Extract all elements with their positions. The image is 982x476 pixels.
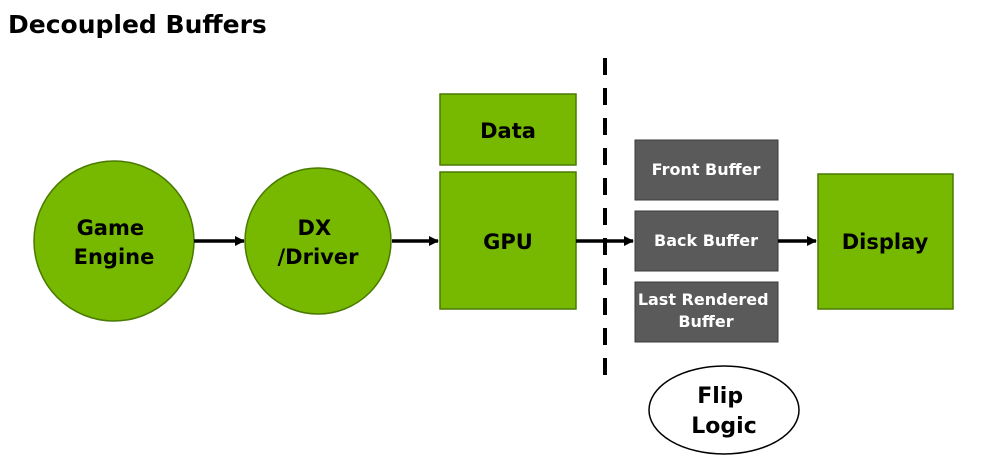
back-buffer-node: Back Buffer: [634, 210, 779, 272]
data-node: Data: [439, 93, 577, 166]
display-node: Display: [817, 173, 954, 310]
game-engine-label-line2: Engine: [74, 245, 155, 269]
svg-text:Game Engine: Game Engine: [74, 216, 155, 269]
flip-logic-label-line2: Logic: [691, 414, 756, 439]
last-rendered-buffer-node: Last Rendered Buffer: [634, 281, 779, 343]
last-rendered-label-line1: Last Rendered: [638, 290, 769, 309]
game-engine-node: Game Engine: [33, 160, 195, 322]
front-buffer-node: Front Buffer: [634, 139, 779, 201]
svg-text:Last Rendered Buffer: Last Rendered Buffer: [638, 290, 774, 331]
display-label: Display: [842, 230, 929, 254]
front-buffer-label: Front Buffer: [652, 160, 761, 179]
gpu-label: GPU: [483, 230, 533, 254]
back-buffer-label: Back Buffer: [654, 231, 758, 250]
data-label: Data: [480, 119, 536, 143]
game-engine-label-line1: Game: [77, 216, 145, 240]
flip-logic-node: Flip Logic: [648, 365, 800, 455]
svg-text:DX /Driver: DX /Driver: [278, 216, 360, 269]
flip-logic-label-line1: Flip: [697, 384, 743, 409]
diagram-title: Decoupled Buffers: [8, 10, 267, 39]
gpu-node: GPU: [439, 171, 577, 310]
svg-text:Flip Logic: Flip Logic: [691, 384, 756, 439]
dx-driver-label-line1: DX: [298, 216, 332, 240]
dx-driver-label-line2: /Driver: [278, 245, 360, 269]
dx-driver-node: DX /Driver: [244, 167, 392, 315]
last-rendered-label-line2: Buffer: [678, 312, 733, 331]
